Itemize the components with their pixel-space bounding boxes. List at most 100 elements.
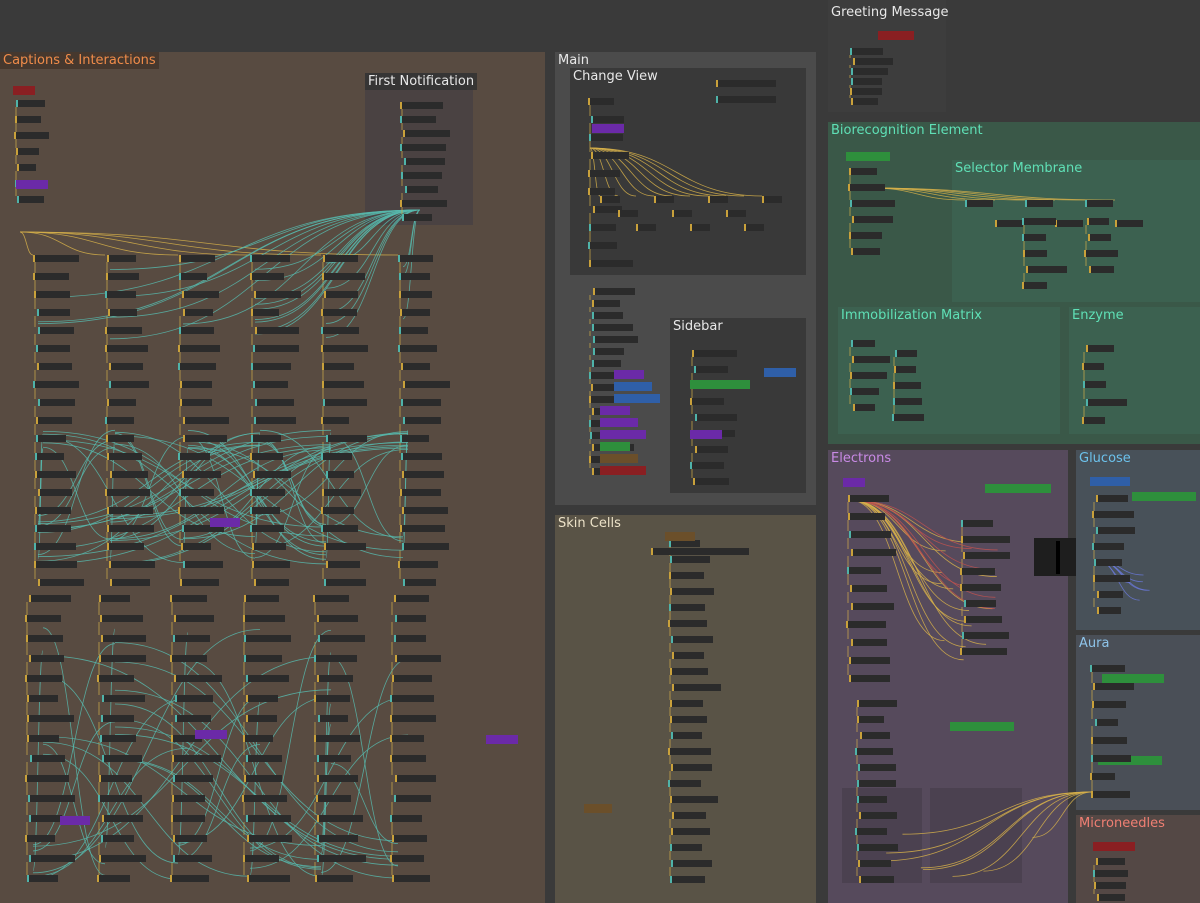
- graph-node[interactable]: [403, 579, 436, 586]
- variable-node[interactable]: [846, 152, 890, 161]
- graph-node[interactable]: [588, 98, 614, 105]
- graph-node[interactable]: [27, 735, 59, 742]
- graph-node[interactable]: [852, 216, 893, 223]
- graph-node[interactable]: [394, 795, 431, 802]
- graph-node[interactable]: [848, 184, 885, 191]
- start-node[interactable]: [665, 532, 695, 541]
- graph-node[interactable]: [183, 435, 227, 442]
- graph-node[interactable]: [390, 735, 424, 742]
- graph-node[interactable]: [849, 675, 890, 682]
- graph-node[interactable]: [403, 381, 450, 388]
- graph-node[interactable]: [326, 561, 360, 568]
- graph-node[interactable]: [593, 288, 635, 295]
- graph-node[interactable]: [246, 715, 277, 722]
- graph-node[interactable]: [402, 214, 432, 221]
- graph-node[interactable]: [321, 309, 357, 316]
- graph-node[interactable]: [255, 399, 294, 406]
- graph-node[interactable]: [243, 615, 285, 622]
- graph-node[interactable]: [317, 775, 358, 782]
- graph-node[interactable]: [314, 695, 350, 702]
- graph-node[interactable]: [392, 875, 430, 882]
- graph-node[interactable]: [322, 273, 365, 280]
- graph-node[interactable]: [1097, 607, 1121, 614]
- graph-node[interactable]: [321, 507, 354, 514]
- graph-node[interactable]: [34, 561, 77, 568]
- graph-node[interactable]: [964, 600, 996, 607]
- graph-node[interactable]: [744, 224, 764, 231]
- variable-node[interactable]: [985, 484, 1051, 493]
- graph-node[interactable]: [1115, 220, 1143, 227]
- graph-node[interactable]: [593, 206, 622, 213]
- graph-node[interactable]: [400, 116, 436, 123]
- graph-node[interactable]: [852, 356, 890, 363]
- graph-node[interactable]: [1082, 417, 1105, 424]
- graph-node[interactable]: [1096, 495, 1128, 502]
- graph-node[interactable]: [672, 652, 704, 659]
- graph-node[interactable]: [851, 549, 896, 556]
- graph-node[interactable]: [315, 875, 353, 882]
- graph-node[interactable]: [592, 312, 623, 319]
- graph-node[interactable]: [400, 309, 430, 316]
- start-node[interactable]: [1093, 842, 1135, 851]
- graph-node[interactable]: [1022, 234, 1046, 241]
- graph-node[interactable]: [182, 471, 221, 478]
- graph-node[interactable]: [37, 363, 72, 370]
- graph-node[interactable]: [654, 196, 674, 203]
- graph-node[interactable]: [853, 404, 875, 411]
- graph-node[interactable]: [390, 815, 422, 822]
- graph-node[interactable]: [242, 795, 287, 802]
- graph-node[interactable]: [317, 835, 358, 842]
- graph-node[interactable]: [173, 635, 210, 642]
- graph-node[interactable]: [960, 568, 995, 575]
- graph-node[interactable]: [400, 435, 429, 442]
- graph-node[interactable]: [670, 844, 702, 851]
- graph-node[interactable]: [27, 875, 58, 882]
- graph-node[interactable]: [179, 255, 215, 262]
- graph-node[interactable]: [672, 684, 721, 691]
- graph-node[interactable]: [850, 388, 879, 395]
- graph-node[interactable]: [33, 255, 79, 262]
- graph-node[interactable]: [323, 399, 367, 406]
- graph-node[interactable]: [107, 399, 136, 406]
- graph-node[interactable]: [850, 585, 887, 592]
- graph-node[interactable]: [29, 815, 62, 822]
- graph-node[interactable]: [110, 471, 148, 478]
- graph-node[interactable]: [1092, 701, 1126, 708]
- graph-node[interactable]: [693, 478, 729, 485]
- graph-node[interactable]: [690, 398, 724, 405]
- graph-node[interactable]: [183, 417, 229, 424]
- graph-node[interactable]: [692, 350, 737, 357]
- graph-node[interactable]: [403, 417, 441, 424]
- graph-node[interactable]: [669, 572, 704, 579]
- graph-node[interactable]: [671, 828, 710, 835]
- graph-node[interactable]: [708, 196, 728, 203]
- graph-node[interactable]: [1097, 894, 1125, 901]
- graph-node[interactable]: [250, 255, 290, 262]
- graph-node[interactable]: [174, 615, 214, 622]
- graph-node[interactable]: [175, 695, 213, 702]
- graph-node[interactable]: [314, 735, 360, 742]
- graph-node[interactable]: [172, 755, 221, 762]
- graph-node[interactable]: [178, 363, 216, 370]
- graph-node[interactable]: [26, 635, 63, 642]
- graph-node[interactable]: [1086, 345, 1114, 352]
- graph-node[interactable]: [1085, 200, 1113, 207]
- graph-node[interactable]: [404, 158, 445, 165]
- graph-node[interactable]: [672, 210, 692, 217]
- graph-node[interactable]: [25, 835, 55, 842]
- graph-node[interactable]: [170, 875, 209, 882]
- graph-node[interactable]: [591, 116, 624, 123]
- graph-node[interactable]: [403, 130, 450, 137]
- graph-node[interactable]: [17, 196, 44, 203]
- graph-node[interactable]: [671, 732, 702, 739]
- graph-node[interactable]: [1093, 870, 1128, 877]
- graph-node[interactable]: [895, 350, 917, 357]
- graph-node[interactable]: [99, 775, 132, 782]
- graph-node[interactable]: [30, 755, 65, 762]
- variable-node[interactable]: [210, 518, 240, 527]
- graph-node[interactable]: [726, 210, 746, 217]
- graph-node[interactable]: [848, 495, 889, 502]
- graph-node[interactable]: [851, 78, 882, 85]
- graph-node[interactable]: [321, 345, 368, 352]
- graph-node[interactable]: [29, 855, 75, 862]
